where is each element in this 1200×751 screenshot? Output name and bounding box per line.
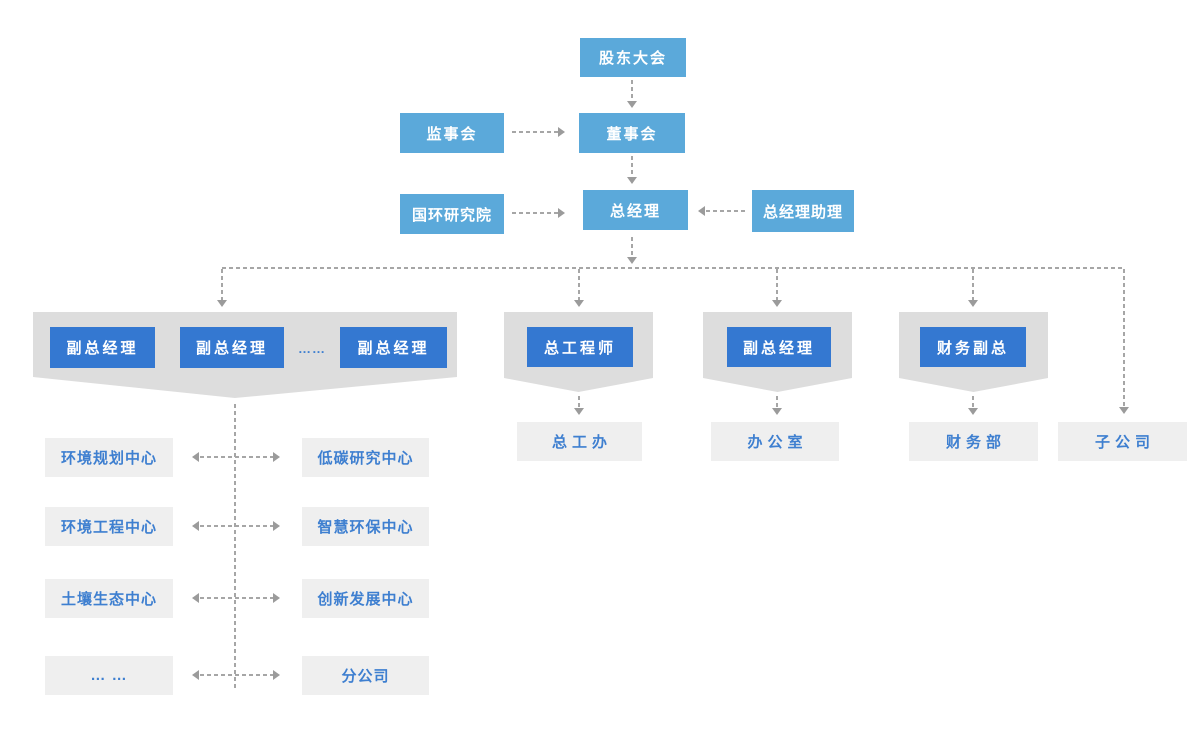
arrow-down-chief-office-icon: [574, 408, 584, 415]
node-supervisory-board: 监事会: [400, 113, 504, 153]
node-deputy-gm-2: 副总经理: [180, 327, 284, 368]
arrow-down-finance-deputy-icon: [968, 300, 978, 307]
deputy-group-spine-line: [234, 404, 236, 688]
node-deputy-gm-1: 副总经理: [50, 327, 155, 368]
arrow-left-row1-icon: [192, 452, 199, 462]
node-innovation-development-center: 创新发展中心: [302, 579, 429, 618]
arrow-left-to-gm-icon: [698, 206, 705, 216]
connector-research-gm-line: [512, 212, 558, 214]
node-low-carbon-research-center: 低碳研究中心: [302, 438, 429, 477]
connector-board-gm-line: [631, 156, 633, 177]
node-branch-company: 分公司: [302, 656, 429, 695]
arrow-down-to-gm-icon: [627, 177, 637, 184]
node-subsidiary: 子公司: [1058, 422, 1187, 461]
node-soil-ecology-center: 土壤生态中心: [45, 579, 173, 618]
arrow-down-subsidiary-icon: [1119, 407, 1129, 414]
drop-finance-deputy-line: [972, 269, 974, 300]
row1-link-line: [200, 456, 273, 458]
node-smart-envprotection-center: 智慧环保中心: [302, 507, 429, 546]
row3-link-line: [200, 597, 273, 599]
node-gm-assistant: 总经理助理: [752, 190, 854, 232]
arrow-down-to-bus-icon: [627, 257, 637, 264]
arrow-left-row3-icon: [192, 593, 199, 603]
connector-shareholders-board-line: [631, 80, 633, 101]
row4-link-line: [200, 674, 273, 676]
arrow-down-office-icon: [772, 408, 782, 415]
drop-deputy-gm4-line: [776, 269, 778, 300]
arrow-down-deputy-gm4-icon: [772, 300, 782, 307]
connector-office-line: [776, 396, 778, 408]
arrow-right-row2-icon: [273, 521, 280, 531]
node-chief-engineer-office: 总工办: [517, 422, 642, 461]
arrow-down-to-board-icon: [627, 101, 637, 108]
arrow-down-chief-engineer-icon: [574, 300, 584, 307]
arrow-down-finance-dept-icon: [968, 408, 978, 415]
row2-link-line: [200, 525, 273, 527]
arrow-left-row2-icon: [192, 521, 199, 531]
arrow-right-to-gm-icon: [558, 208, 565, 218]
node-office: 办公室: [711, 422, 839, 461]
distribution-bus-line: [222, 267, 1125, 269]
deputy-gm-ellipsis: ……: [298, 340, 326, 356]
arrow-right-row3-icon: [273, 593, 280, 603]
node-finance-dept: 财务部: [909, 422, 1038, 461]
connector-supervisory-board-line: [512, 131, 558, 133]
node-env-engineering-center: 环境工程中心: [45, 507, 173, 546]
node-chief-engineer: 总工程师: [527, 327, 633, 367]
drop-deputy-group-line: [221, 269, 223, 300]
node-board-of-directors: 董事会: [579, 113, 685, 153]
arrow-down-deputy-group-icon: [217, 300, 227, 307]
node-deputy-gm-3: 副总经理: [340, 327, 447, 368]
connector-chief-engineer-office-line: [578, 396, 580, 408]
node-finance-deputy: 财务副总: [920, 327, 1026, 367]
node-shareholders-meeting: 股东大会: [580, 38, 686, 77]
drop-chief-engineer-line: [578, 269, 580, 300]
node-deputy-gm-4: 副总经理: [727, 327, 831, 367]
arrow-right-row4-icon: [273, 670, 280, 680]
drop-subsidiary-line: [1123, 269, 1125, 407]
connector-assistant-gm-line: [706, 210, 748, 212]
node-general-manager: 总经理: [583, 190, 688, 230]
node-research-institute: 国环研究院: [400, 194, 504, 234]
node-env-planning-center: 环境规划中心: [45, 438, 173, 477]
connector-gm-bus-line: [631, 237, 633, 257]
node-left-ellipsis: … …: [45, 656, 173, 695]
arrow-right-to-board-icon: [558, 127, 565, 137]
connector-finance-dept-line: [972, 396, 974, 408]
arrow-left-row4-icon: [192, 670, 199, 680]
arrow-right-row1-icon: [273, 452, 280, 462]
